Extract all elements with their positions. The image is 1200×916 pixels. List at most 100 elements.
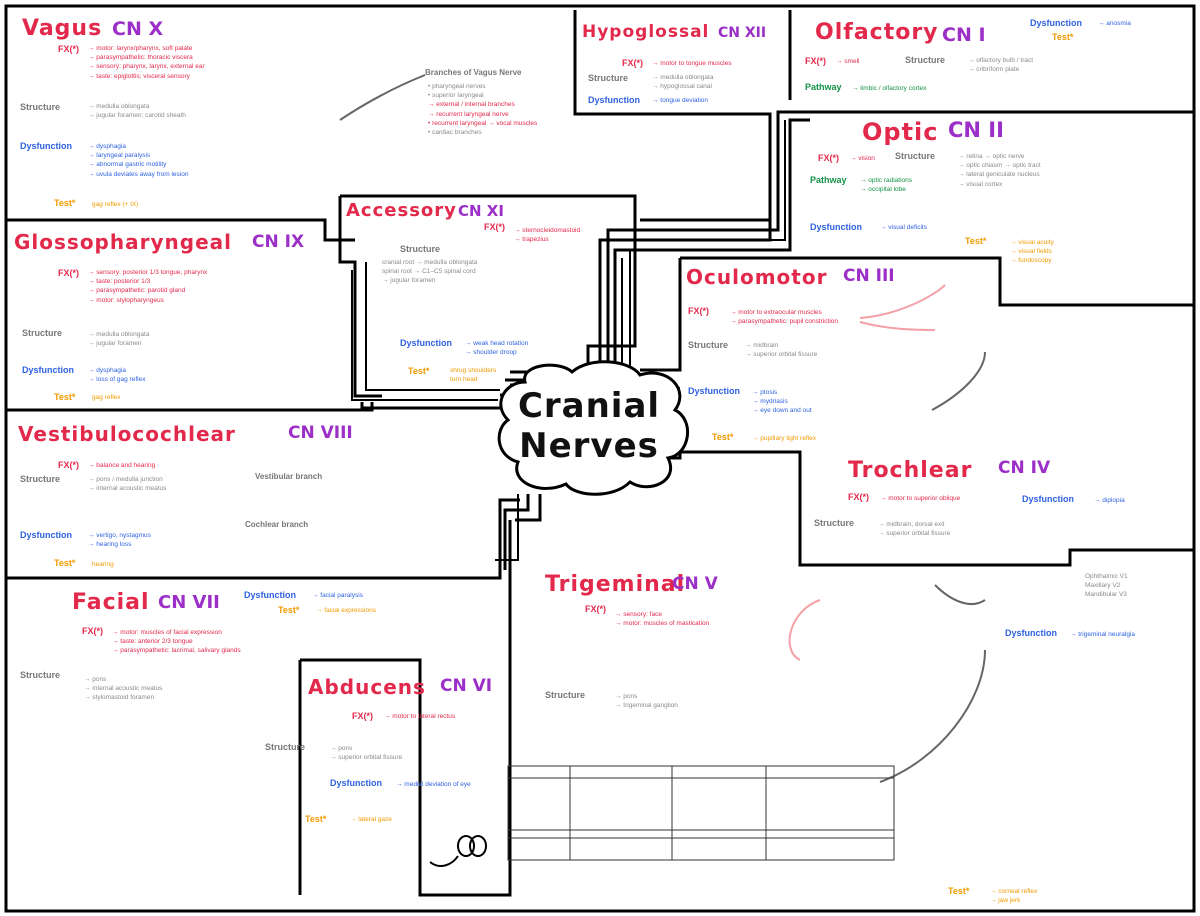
trochlear-dysfunction-label: Dysfunction xyxy=(1022,494,1075,504)
vagus-test-label: Test* xyxy=(54,198,76,208)
facial-test-notes: → facial expressions xyxy=(316,607,376,614)
glossopharyngeal-structure-notes: → medulla oblongata→ jugular foramen xyxy=(88,331,150,348)
trigeminal-test-label: Test* xyxy=(948,886,970,896)
optic-fx-label: FX(*) xyxy=(818,153,839,163)
trochlear-fx-notes: → motor to superior oblique xyxy=(880,495,961,502)
hypoglossal-structure-label: Structure xyxy=(588,73,629,83)
olfactory-structure-label: Structure xyxy=(905,55,946,65)
accessory-title: Accessory xyxy=(346,200,457,221)
olfactory-test-label: Test* xyxy=(1052,32,1074,42)
vagus-structure-label: Structure xyxy=(20,102,61,112)
glossopharyngeal-dysfunction-label: Dysfunction xyxy=(22,365,75,375)
facial-dysfunction-label: Dysfunction xyxy=(244,590,297,600)
trochlear-dysfunction-notes: → diplopia xyxy=(1094,497,1125,504)
optic-cn: CN II xyxy=(948,118,1004,142)
vestibulocochlear-cn: CN VIII xyxy=(288,423,353,443)
olfactory-fx-notes: → smell xyxy=(836,58,860,65)
optic-dysfunction-notes: → visual deficits xyxy=(880,224,927,231)
vagus-branches-notes: • pharyngeal nerves• superior laryngeal … xyxy=(428,83,538,137)
vagus-dysfunction-notes: → dysphagia→ laryngeal paralysis→ abnorm… xyxy=(88,143,189,178)
glossopharyngeal-fx-label: FX(*) xyxy=(58,268,79,278)
facial-dysfunction-notes: → facial paralysis xyxy=(312,592,363,599)
vestibulocochlear-fx-notes: → balance and hearing xyxy=(88,462,156,469)
optic-test-label: Test* xyxy=(965,236,987,246)
optic-pathway-label: Pathway xyxy=(810,175,847,185)
hypoglossal-fx-notes: → motor to tongue muscles xyxy=(652,60,732,67)
accessory-fx-label: FX(*) xyxy=(484,222,505,232)
vestibulocochlear-test-notes: hearing xyxy=(92,561,114,568)
trigeminal-cn: CN V xyxy=(672,574,718,594)
trochlear-structure-notes: → midbrain; dorsal exit→ superior orbita… xyxy=(878,521,951,538)
vestibular-branch-label: Vestibular branch xyxy=(255,472,323,481)
facial-structure-label: Structure xyxy=(20,670,61,680)
trochlear-cn: CN IV xyxy=(998,458,1051,478)
abducens-structure-label: Structure xyxy=(265,742,306,752)
vestibulocochlear-dysfunction-label: Dysfunction xyxy=(20,530,73,540)
vestibulocochlear-structure-label: Structure xyxy=(20,474,61,484)
olfactory-fx-label: FX(*) xyxy=(805,56,826,66)
vagus-fx-label: FX(*) xyxy=(58,44,79,54)
hypoglossal-structure-notes: → medulla oblongata→ hypoglossal canal xyxy=(652,74,714,91)
hypoglossal-cn: CN XII xyxy=(718,25,767,41)
facial-title: Facial xyxy=(72,590,150,615)
abducens-structure-notes: → pons→ superior orbital fissure xyxy=(330,745,403,762)
trigeminal-structure-notes: → pons→ trigeminal ganglion xyxy=(615,693,678,710)
optic-dysfunction-label: Dysfunction xyxy=(810,222,863,232)
glossopharyngeal-cn: CN IX xyxy=(252,232,305,252)
vestibulocochlear-dysfunction-notes: → vertigo, nystagmus→ hearing loss xyxy=(88,532,151,549)
trigeminal-table-grid xyxy=(507,765,895,861)
glossopharyngeal-title: Glossopharyngeal xyxy=(14,230,232,254)
glossopharyngeal-test-label: Test* xyxy=(54,392,76,402)
optic-structure-notes: → retina → optic nerve→ optic chiasm → o… xyxy=(958,153,1041,188)
oculomotor-dysfunction-label: Dysfunction xyxy=(688,386,741,396)
olfactory-cn: CN I xyxy=(942,24,986,46)
vagus-branches-title: Branches of Vagus Nerve xyxy=(425,68,522,77)
olfactory-structure-notes: → olfactory bulb / tract→ cribriform pla… xyxy=(968,57,1034,74)
cochlear-branch-label: Cochlear branch xyxy=(245,520,309,529)
abducens-dysfunction-label: Dysfunction xyxy=(330,778,383,788)
vagus-structure-notes: → medulla oblongata→ jugular foramen; ca… xyxy=(88,103,186,120)
optic-pathway-notes: → optic radiations→ occipital lobe xyxy=(860,177,913,194)
trigeminal-structure-label: Structure xyxy=(545,690,586,700)
vagus-title: Vagus xyxy=(22,16,103,41)
vagus-fx-notes: → motor: larynx/pharynx, soft palate→ pa… xyxy=(88,45,205,80)
center-title-line1: Cranial xyxy=(517,386,661,426)
accessory-dysfunction-label: Dysfunction xyxy=(400,338,453,348)
facial-fx-label: FX(*) xyxy=(82,626,103,636)
glossopharyngeal-test-notes: gag reflex xyxy=(92,394,121,401)
facial-fx-notes: → motor: muscles of facial expression→ t… xyxy=(112,629,241,655)
facial-cn: CN VII xyxy=(158,592,220,613)
oculomotor-test-notes: → pupillary light reflex xyxy=(752,435,816,442)
oculomotor-fx-notes: → motor to extraocular muscles→ parasymp… xyxy=(730,309,839,326)
glossopharyngeal-structure-label: Structure xyxy=(22,328,63,338)
vestibulocochlear-structure-notes: → pons / medulla junction→ internal acou… xyxy=(88,476,167,493)
trigeminal-fx-label: FX(*) xyxy=(585,604,606,614)
oculomotor-title: Oculomotor xyxy=(686,265,828,289)
olfactory-pathway-label: Pathway xyxy=(805,82,842,92)
oculomotor-structure-notes: → midbrain→ superior orbital fissure xyxy=(745,342,818,359)
hypoglossal-fx-label: FX(*) xyxy=(622,58,643,68)
trochlear-title: Trochlear xyxy=(848,458,973,483)
center-cloud xyxy=(497,360,690,496)
oculomotor-cn: CN III xyxy=(843,266,895,286)
vagus-cn: CN X xyxy=(112,18,164,40)
optic-test-notes: → visual acuity→ visual fields→ fundosco… xyxy=(1010,239,1054,265)
abducens-dysfunction-notes: → medial deviation of eye xyxy=(396,781,471,788)
abducens-cn: CN VI xyxy=(440,676,493,696)
trochlear-fx-label: FX(*) xyxy=(848,492,869,502)
vestibulocochlear-fx-label: FX(*) xyxy=(58,460,79,470)
facial-structure-notes: → pons→ internal acoustic meatus→ stylom… xyxy=(84,676,163,702)
accessory-test-label: Test* xyxy=(408,366,430,376)
vestibulocochlear-title: Vestibulocochlear xyxy=(18,422,236,446)
accessory-cn: CN XI xyxy=(458,202,504,220)
abducens-test-label: Test* xyxy=(305,814,327,824)
trochlear-structure-label: Structure xyxy=(814,518,855,528)
hypoglossal-dysfunction-notes: → tongue deviation xyxy=(652,97,709,104)
hypoglossal-title: Hypoglossal xyxy=(582,22,710,42)
accessory-dysfunction-notes: → weak head rotation→ shoulder droop xyxy=(465,340,529,357)
glossopharyngeal-fx-notes: → sensory: posterior 1/3 tongue, pharynx… xyxy=(88,269,208,304)
trigeminal-dysfunction-label: Dysfunction xyxy=(1005,628,1058,638)
oculomotor-test-label: Test* xyxy=(712,432,734,442)
